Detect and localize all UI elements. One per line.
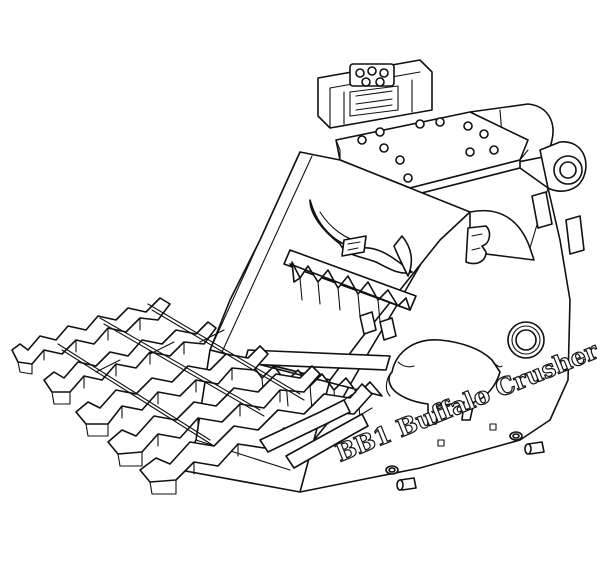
mounting-plate xyxy=(335,111,529,197)
crusher-tines xyxy=(11,297,373,495)
bb-monogram-logo xyxy=(341,225,491,265)
locking-pin-left xyxy=(385,465,417,491)
top-bracket xyxy=(317,59,433,129)
bolt-pattern xyxy=(357,117,499,183)
side-holes xyxy=(437,423,497,447)
locking-pin-right xyxy=(509,431,545,455)
buffalo-silhouette xyxy=(385,339,503,425)
side-pivot xyxy=(507,321,545,359)
rear-jaw-teeth xyxy=(283,249,417,341)
front-claws xyxy=(259,391,373,469)
side-slot xyxy=(531,191,553,229)
side-tab xyxy=(565,215,585,255)
tine-cross-bars xyxy=(57,303,305,447)
hydraulic-fitting xyxy=(349,63,395,87)
